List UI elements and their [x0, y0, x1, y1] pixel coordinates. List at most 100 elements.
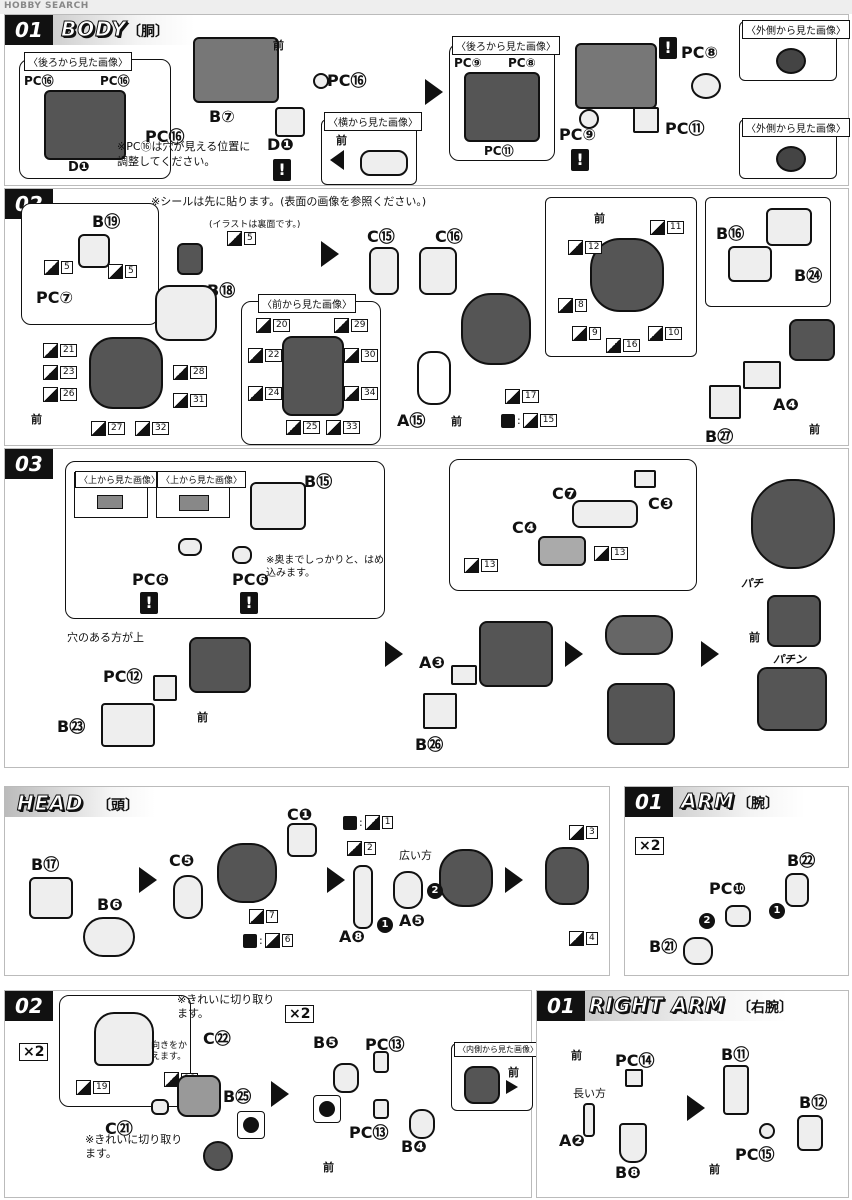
front-label: 前: [508, 1066, 519, 1079]
sticker-icon: [572, 326, 587, 341]
arrow-right-icon: [506, 1080, 518, 1094]
pc-ball-part: [579, 109, 599, 129]
pc6-top-shape: [179, 495, 209, 511]
arm-panel: 01 ARM 〔腕〕 ×2 B㉒ PC❿ 2 1 B㉑: [624, 786, 849, 976]
sticker-21: 21: [43, 343, 78, 358]
part-label: A❺: [399, 911, 425, 930]
head-ball-part: [751, 479, 835, 569]
front-label: 前: [31, 413, 42, 426]
front-label: 前: [709, 1163, 720, 1176]
sticker-icon: [569, 931, 584, 946]
head-panel: HEAD 〔頭〕 B⑰ B❻ C❺ C❶ 7 :6 :1 2 広い方 1 2 A…: [4, 786, 610, 976]
sticker-icon: [344, 386, 359, 401]
part-label: PC⑬: [349, 1123, 389, 1142]
long-side-label: 長い方: [573, 1087, 606, 1100]
callout-header: 〈内側から見た画像〉: [454, 1042, 542, 1057]
part-label: PC⑪: [665, 119, 705, 138]
warning-icon: !: [140, 592, 158, 614]
pc13-part: [373, 1099, 389, 1119]
callout-header: 〈外側から見た画像〉: [742, 20, 850, 39]
socket-icon: [237, 1111, 265, 1139]
front-body-part: [282, 336, 344, 416]
sticker-icon: [286, 420, 301, 435]
front-label: 前: [273, 39, 284, 52]
callout-header: 〈上から見た画像〉: [75, 471, 165, 488]
step-2-icon: 2: [699, 913, 715, 929]
right-arm-panel: 01 RIGHT ARM 〔右腕〕 前 PC⑭ 長い方 A❷ B❽ B⑪ B⑫ …: [536, 990, 849, 1198]
next-step-arrow-icon: [425, 79, 443, 105]
part-label: PC❻: [232, 570, 270, 589]
ball-joint-part: [203, 1141, 233, 1171]
sticker-33: 33: [326, 420, 361, 435]
sticker-icon: [135, 421, 150, 436]
sticker-9: 9: [572, 326, 601, 341]
front-label: 前: [336, 134, 347, 147]
neck-part: [767, 595, 821, 647]
sticker-5: 5: [108, 264, 137, 279]
socket-part: [776, 146, 806, 172]
pc10-part: [725, 905, 751, 927]
part-label: PC⑧: [508, 56, 536, 70]
side-view-callout: 〈横から見た画像〉 前: [321, 112, 422, 185]
c3-part: [634, 470, 656, 488]
front-label: 前: [594, 212, 605, 225]
sticker-icon: [558, 298, 573, 313]
front-label: 前: [323, 1161, 334, 1174]
b22-part: [785, 873, 809, 907]
part-label: D❶: [68, 160, 90, 175]
part-label: B⑲: [92, 212, 121, 231]
pc14-part: [625, 1069, 643, 1087]
front-label: 前: [197, 711, 208, 724]
sticker-15: :15: [501, 413, 558, 428]
part-label: PC⑯: [24, 74, 54, 88]
quantity-x2: ×2: [285, 1005, 315, 1023]
head-side-part: [545, 847, 589, 905]
b11-part: [723, 1065, 749, 1115]
reverse-side-icon: [343, 815, 357, 830]
sticker-icon: [108, 264, 123, 279]
b27-part: [709, 385, 741, 419]
part-label: PC⑯: [100, 74, 130, 88]
part-label: PC⑭: [615, 1051, 655, 1070]
next-step-arrow-icon: [385, 641, 403, 667]
socket-part: [776, 48, 806, 74]
cut-note-2: ※きれいに切り取ります。: [85, 1133, 183, 1160]
top-view-box-2: 〈上から見た画像〉: [156, 471, 247, 518]
sticker-19: 19: [76, 1080, 111, 1095]
step03-collar-part-2: [479, 621, 553, 687]
b21-part: [683, 937, 713, 965]
part-label: B❻: [97, 895, 123, 914]
sticker-icon: [227, 231, 242, 246]
next-step-arrow-icon: [271, 1081, 289, 1107]
sticker-7: 7: [249, 909, 278, 924]
callout-header: 〈上から見た画像〉: [157, 471, 247, 488]
step-number: 03: [5, 449, 53, 479]
sticker-29: 29: [334, 318, 369, 333]
part-label: B⑰: [31, 855, 60, 874]
section-title-jp: 〔頭〕: [97, 798, 139, 814]
c15-part: [369, 247, 399, 295]
c7-part: [572, 500, 638, 528]
part-label: C㉑: [105, 1119, 133, 1138]
part-label: B㉕: [223, 1087, 252, 1106]
callout-header: 〈後ろから見た画像〉: [24, 52, 132, 71]
b8-part: [619, 1123, 647, 1163]
sticker-12: 12: [568, 240, 603, 255]
sticker-13: 13: [464, 558, 499, 573]
cylinder-part: [275, 107, 305, 137]
sticker-icon: [347, 841, 362, 856]
part-label: B❹: [401, 1137, 427, 1156]
sticker-4: 4: [569, 931, 598, 946]
part-label: PC⑬: [365, 1035, 405, 1054]
next-step-arrow-icon: [139, 867, 157, 893]
b19-assembled-part: [177, 243, 203, 275]
top-view-box-1: 〈上から見た画像〉: [74, 471, 165, 518]
inside-shoulder-part: [464, 1066, 500, 1104]
sticker-22: 22: [248, 348, 283, 363]
section-title: RIGHT ARM: [588, 993, 726, 1018]
watermark: HOBBY SEARCH: [4, 1, 89, 11]
sticker-20: 20: [256, 318, 291, 333]
sticker-25: 25: [286, 420, 321, 435]
c4-part: [538, 536, 586, 566]
part-label: B⑦: [209, 107, 235, 126]
